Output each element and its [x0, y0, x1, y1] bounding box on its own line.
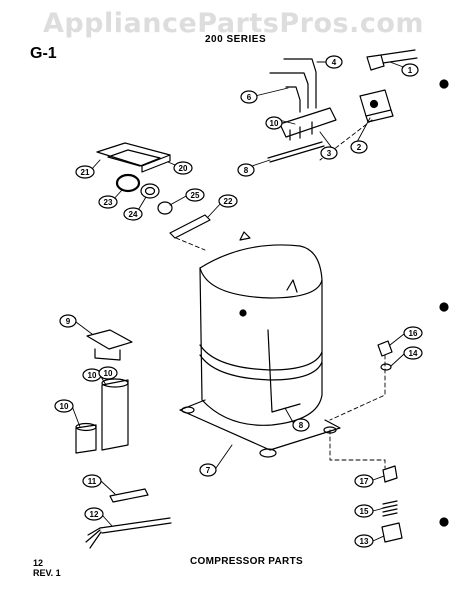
mounting-grommet-part [382, 465, 398, 483]
gasket-part [96, 142, 171, 173]
callout-1: 1 [401, 63, 419, 77]
series-label: 200 SERIES [205, 34, 267, 45]
band-part [169, 214, 211, 239]
callout-15: 15 [354, 504, 374, 518]
svg-text:12: 12 [90, 510, 99, 519]
callout-21: 21 [75, 165, 95, 179]
callout-25: 25 [185, 188, 205, 202]
svg-text:1: 1 [408, 66, 413, 75]
svg-text:22: 22 [224, 197, 233, 206]
callout-3: 3 [320, 146, 338, 160]
svg-text:8: 8 [244, 166, 249, 175]
power-cord-part [85, 517, 172, 549]
svg-text:24: 24 [129, 210, 138, 219]
svg-text:10: 10 [88, 371, 97, 380]
svg-text:16: 16 [409, 329, 418, 338]
callout-11: 11 [82, 474, 102, 488]
svg-text:10: 10 [270, 119, 279, 128]
svg-text:11: 11 [88, 477, 97, 486]
binder-hole-bottom [439, 517, 449, 527]
callout-7: 7 [199, 463, 217, 477]
svg-text:15: 15 [360, 507, 369, 516]
plug-part [157, 201, 173, 215]
svg-text:6: 6 [247, 93, 252, 102]
callout-14: 14 [403, 346, 423, 360]
callout-23: 23 [98, 195, 118, 209]
callout-8: 8 [237, 163, 255, 177]
svg-text:20: 20 [179, 164, 188, 173]
leader-lines [175, 119, 386, 469]
callout-10-c: 10 [98, 366, 118, 380]
page-number: 12 [33, 558, 44, 568]
svg-text:3: 3 [327, 149, 332, 158]
callout-24: 24 [123, 207, 143, 221]
svg-text:10: 10 [60, 402, 69, 411]
svg-text:10: 10 [104, 369, 113, 378]
svg-text:8: 8 [299, 421, 304, 430]
callout-10: 10 [265, 116, 283, 130]
callout-4: 4 [325, 55, 343, 69]
compressor-body-part [179, 231, 341, 458]
svg-text:21: 21 [81, 168, 90, 177]
grommet-part [377, 340, 393, 357]
svg-text:2: 2 [357, 143, 362, 152]
washer-part [380, 363, 392, 371]
callout-6: 6 [240, 90, 258, 104]
diagram-caption: COMPRESSOR PARTS [190, 556, 303, 567]
ring-part [115, 173, 141, 193]
svg-text:14: 14 [409, 349, 418, 358]
callout-17: 17 [354, 474, 374, 488]
revision-label: REV. 1 [33, 568, 61, 578]
callout-2: 2 [350, 140, 368, 154]
callout-8-b: 8 [292, 418, 310, 432]
callout-10-d: 10 [54, 399, 74, 413]
callout-22: 22 [218, 194, 238, 208]
strip-part [109, 488, 149, 503]
svg-text:25: 25 [191, 191, 200, 200]
binder-hole-top [439, 79, 449, 89]
svg-text:9: 9 [66, 317, 71, 326]
foot-part [381, 522, 403, 543]
capacitor-small-part [75, 422, 97, 454]
capacitor-large-part [101, 378, 129, 451]
svg-text:4: 4 [332, 58, 337, 67]
discharge-tube-part [269, 58, 317, 113]
callout-16: 16 [403, 326, 423, 340]
manifold-part [279, 107, 337, 141]
callout-12: 12 [84, 507, 104, 521]
svg-text:13: 13 [360, 537, 369, 546]
overload-part [359, 89, 394, 123]
figure-id: G-1 [30, 45, 57, 62]
svg-text:23: 23 [104, 198, 113, 207]
callout-20: 20 [173, 161, 193, 175]
rod-part [267, 141, 325, 163]
callout-10-b: 10 [82, 368, 102, 382]
svg-text:17: 17 [360, 477, 369, 486]
bracket-part [86, 329, 133, 361]
callout-9: 9 [59, 314, 77, 328]
spring-part [382, 500, 398, 517]
binder-hole-middle [439, 302, 449, 312]
fitting-part [140, 183, 160, 199]
terminal-cover-part [366, 49, 418, 71]
callout-13: 13 [354, 534, 374, 548]
svg-text:7: 7 [206, 466, 211, 475]
